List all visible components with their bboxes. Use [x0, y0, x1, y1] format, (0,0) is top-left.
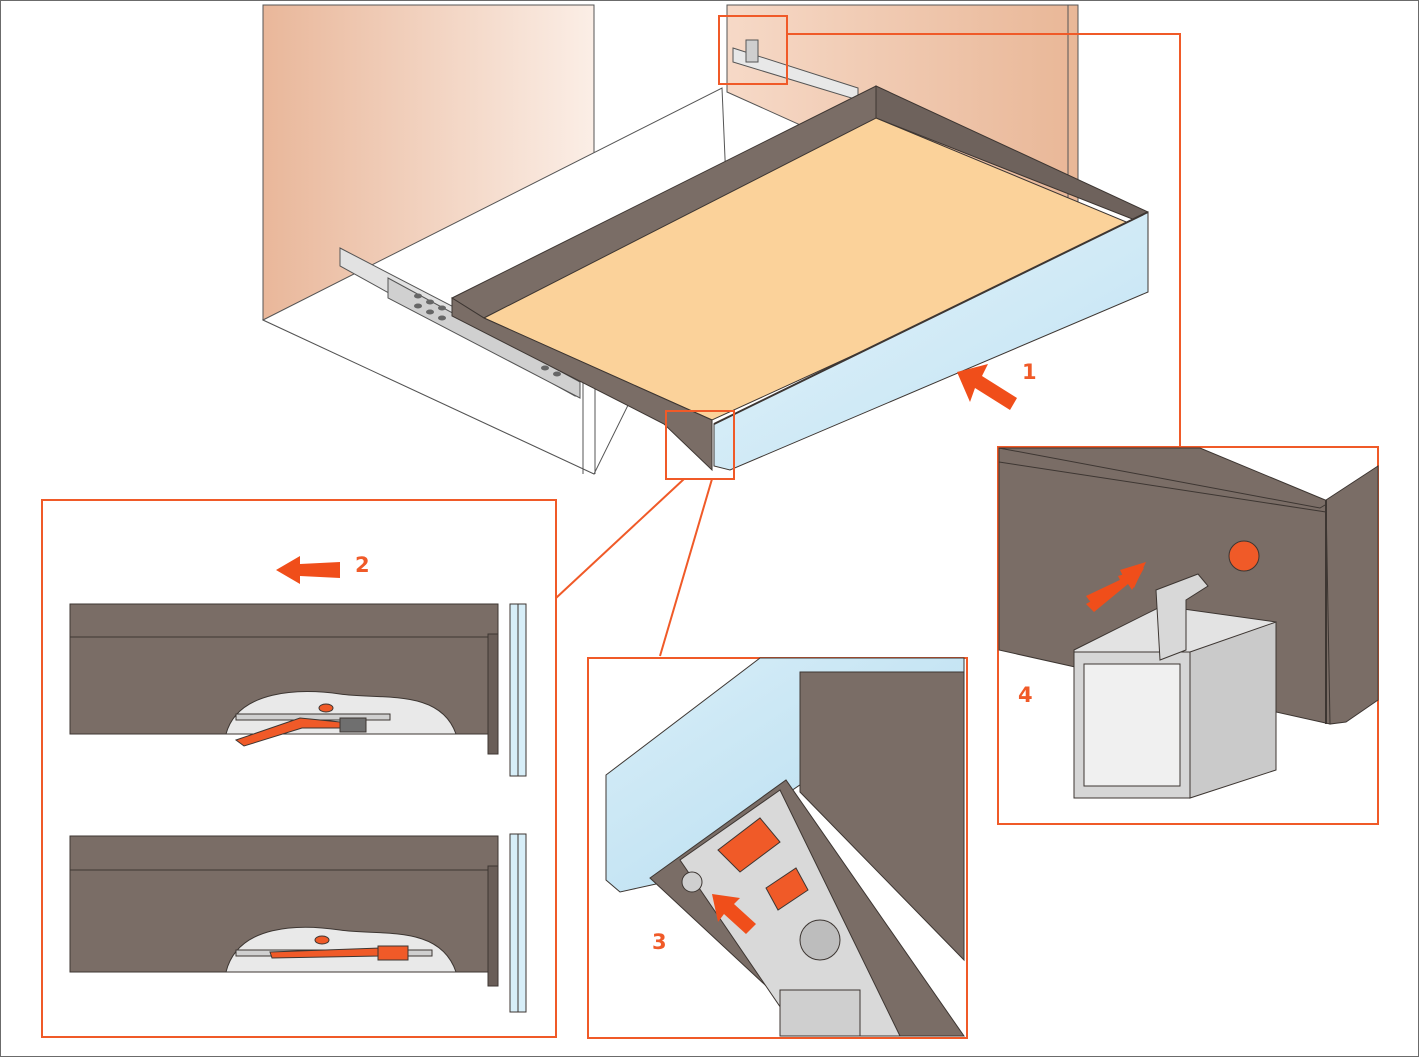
panel-3-content [605, 657, 965, 1037]
step-label-1: 1 [1022, 360, 1037, 384]
panel-4-latch [1155, 573, 1209, 661]
panel-2-content [69, 556, 527, 1013]
step-label-2: 2 [355, 553, 370, 577]
main-assembly [261, 4, 1149, 475]
callout-box-front-clip [665, 410, 735, 480]
step-label-4: 4 [1018, 683, 1033, 707]
callout-box-back-clip [718, 15, 788, 85]
panel-4-hole [1228, 540, 1260, 572]
step-label-3: 3 [652, 930, 667, 954]
leader-line-4 [787, 33, 1181, 446]
step-1-arrow [957, 364, 1017, 410]
drawer-left-wall [451, 297, 713, 472]
panel-4-content [998, 447, 1379, 799]
step-3-arrow [712, 894, 756, 934]
panel-3-knob [799, 919, 841, 961]
panel-3-screw [681, 871, 703, 893]
panel-3-clip [717, 817, 781, 873]
leader-line-3 [659, 478, 713, 657]
step-2-arrow [276, 556, 340, 584]
leader-line-2 [555, 478, 685, 599]
